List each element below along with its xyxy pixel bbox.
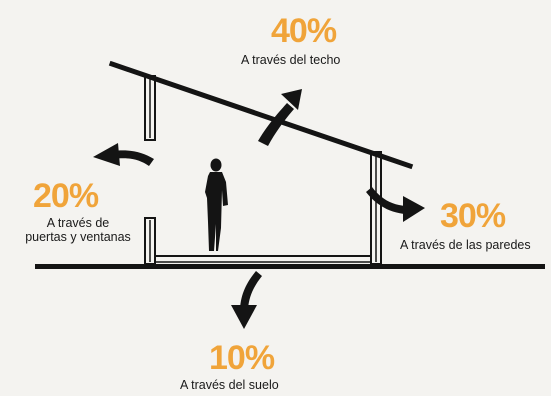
doors-windows-label-line2: puertas y ventanas <box>25 230 131 244</box>
doors-windows-arrow-icon <box>93 143 154 166</box>
doors-windows-percent: 20% <box>33 177 99 215</box>
roof-percent: 40% <box>271 12 337 50</box>
floor-arrow-icon <box>231 271 262 329</box>
ground-line <box>35 264 545 269</box>
doors-windows-label-line1: A través de <box>46 216 110 230</box>
floor-percent: 10% <box>209 339 275 377</box>
floor-slab <box>155 255 371 263</box>
walls-arrow-icon <box>366 187 425 222</box>
walls-label: A través de las paredes <box>400 238 531 252</box>
right-wall <box>370 151 382 265</box>
walls-percent: 30% <box>440 197 506 235</box>
roof-arrow-icon <box>258 89 302 146</box>
left-wall <box>144 75 156 265</box>
floor-label: A través del suelo <box>180 378 279 392</box>
doors-windows-label: A través de puertas y ventanas <box>13 216 143 244</box>
roof-label: A través del techo <box>241 53 341 67</box>
roof-line <box>108 60 414 170</box>
person-silhouette <box>205 158 228 251</box>
